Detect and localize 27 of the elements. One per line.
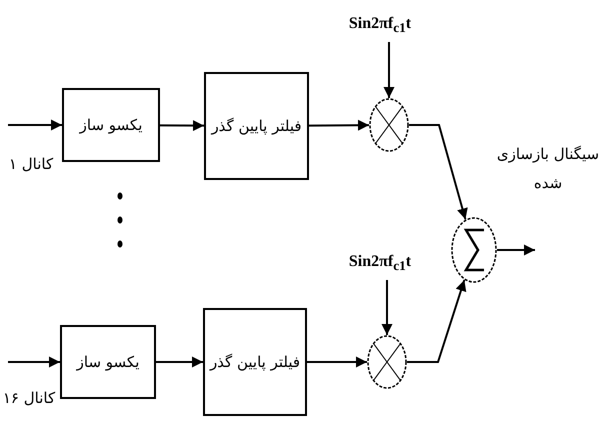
arrow (382, 280, 392, 335)
arrow (497, 244, 535, 256)
arrow (160, 120, 204, 132)
arrow (8, 356, 60, 368)
block-label: یکسو ساز (76, 352, 140, 373)
multiplier-circle (369, 98, 409, 152)
annotation-text: کانال ۱ (8, 154, 54, 175)
process-box (60, 325, 156, 399)
arrow (307, 356, 367, 368)
carrier-formula: Sin2πf$_{c1}$t (348, 15, 412, 37)
block-label: فیلتر پایین گذر (211, 116, 302, 137)
annotation-text: کانال ۱۶ (2, 388, 56, 409)
summer-circle (451, 217, 497, 283)
process-box (62, 88, 160, 162)
process-box (204, 72, 309, 180)
annotation-text: سیگنال بازسازی شده (496, 144, 600, 194)
block-label: فیلتر پایین گذر (210, 352, 300, 373)
arrow (8, 120, 62, 130)
arrow (407, 280, 466, 363)
arrow (384, 42, 394, 98)
multiplier-circle (367, 335, 407, 389)
arrow (156, 356, 203, 368)
arrow (309, 120, 369, 131)
block-label: یکسو ساز (80, 114, 142, 136)
process-box (203, 308, 307, 416)
carrier-formula: Sin2πf$_{c1}$t (348, 253, 412, 275)
arrow (409, 124, 468, 220)
